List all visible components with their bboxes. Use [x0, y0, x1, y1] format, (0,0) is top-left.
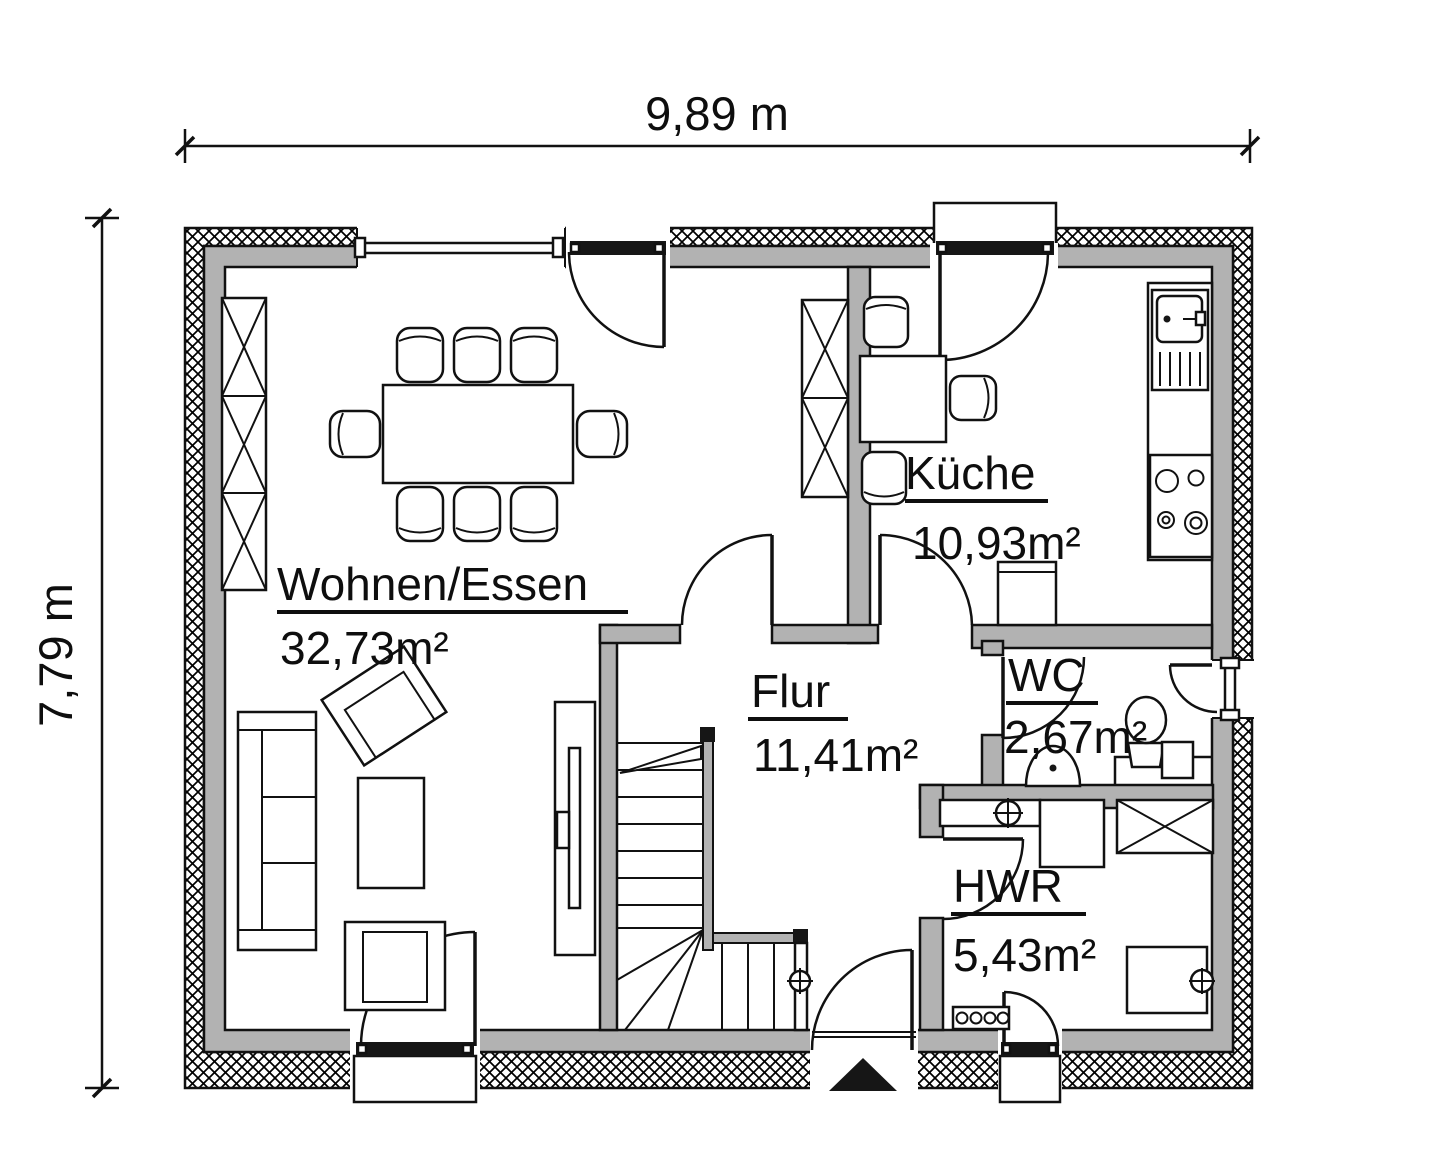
kitchen-chairs [860, 295, 998, 506]
tv-sideboard [553, 700, 597, 957]
fixtures-wc [1024, 695, 1211, 788]
dimension-height-label: 7,79 m [29, 583, 82, 727]
label-flur: Flur 11,41m² [748, 665, 918, 781]
window-wohnen-top [353, 226, 566, 269]
room-area: 10,93m² [912, 517, 1081, 569]
door-swing [567, 251, 665, 349]
coffee-table [356, 776, 426, 890]
wall-flur-hwr-lower [918, 916, 945, 1032]
door-swing [1003, 990, 1060, 1047]
washbasin [1024, 744, 1082, 788]
room-area: 11,41m² [753, 729, 918, 781]
door-terrace-bottom [350, 930, 480, 1104]
wall-wohnen-flur [598, 623, 619, 1032]
stair-winder-treads [616, 929, 775, 1031]
door-wohnen-top [566, 226, 670, 349]
door-flur-kueche [878, 533, 974, 626]
label-kueche: Küche 10,93m² [905, 447, 1081, 569]
furniture-kueche [858, 281, 1214, 627]
sofa [236, 710, 318, 952]
room-area: 32,73m² [280, 622, 449, 674]
heating-manifold [951, 1005, 1011, 1031]
door-swing [942, 838, 1025, 921]
stair-railing-vertical [702, 728, 714, 951]
wall-flur-top-mid [770, 623, 880, 645]
room-name: Wohnen/Essen [277, 558, 588, 610]
door-flur-hwr [942, 837, 1025, 921]
room-name: HWR [953, 860, 1063, 912]
room-labels: Wohnen/Essen 32,73m² Küche 10,93m² Flur … [277, 447, 1147, 981]
staircase [616, 727, 813, 1032]
label-wc: WC 2,67m² [1004, 649, 1147, 763]
door-entrance [810, 948, 918, 1091]
label-wohnen-essen: Wohnen/Essen 32,73m² [277, 558, 628, 674]
room-area: 5,43m² [953, 929, 1096, 981]
door-kueche-top [930, 201, 1058, 362]
kitchen-table [858, 354, 948, 444]
window-wc-right [1168, 656, 1254, 722]
window-swing [1168, 664, 1218, 714]
dining-chairs [328, 326, 629, 543]
door-swing [939, 251, 1050, 362]
wall-wc-left [980, 733, 1005, 792]
shelf-unit-left [220, 296, 268, 592]
kitchen-cabinet [996, 560, 1058, 627]
furniture-wohnen-essen [220, 296, 850, 1012]
door-hwr-bottom [998, 990, 1062, 1104]
label-hwr: HWR 5,43m² [951, 860, 1096, 981]
wardrobe-shelf-vestibule [800, 298, 850, 499]
armchair-rotated [319, 644, 449, 768]
wall-flur-top-left [598, 623, 682, 645]
stair-newel-bottom [793, 929, 808, 944]
door-step-outside [352, 1054, 478, 1104]
entrance-arrow-icon [829, 1058, 897, 1091]
drain-symbol-icon [787, 968, 813, 994]
hwr-shelf-x [1115, 798, 1215, 855]
dimension-top: 9,89 m [174, 87, 1261, 163]
dining-table [381, 383, 575, 485]
door-step-outside [998, 1054, 1062, 1104]
wall-kueche-wc [970, 623, 1214, 650]
door-swing [879, 533, 974, 626]
kitchen-stove [1148, 453, 1214, 559]
fixtures-hwr [938, 798, 1215, 1031]
connection-symbol-icon [993, 798, 1023, 828]
room-area: 2,67m² [1004, 711, 1147, 763]
door-flur-wc [1001, 656, 1086, 740]
wall-wc-door-jamb [980, 639, 1005, 657]
stair-newel-top [700, 727, 715, 742]
washing-machine [1125, 945, 1215, 1015]
room-name: Flur [751, 665, 830, 717]
stair-direction-arrow-icon [619, 744, 702, 774]
door-swing [680, 533, 773, 626]
dimension-left: 7,79 m [29, 207, 119, 1099]
kitchen-sink [1150, 288, 1210, 392]
toilet [1124, 695, 1168, 769]
hwr-sink-box [1038, 798, 1106, 869]
door-swing [810, 948, 913, 1051]
door-swing [1002, 656, 1086, 740]
dimension-width-label: 9,89 m [645, 87, 789, 140]
wc-cabinet [1160, 740, 1195, 780]
stair-railing-horizontal [712, 932, 796, 944]
room-name: WC [1008, 649, 1085, 701]
room-name: Küche [905, 447, 1035, 499]
hwr-counter [938, 798, 1042, 828]
armchair-bottom [343, 920, 447, 1012]
door-flur-wohnen [680, 533, 774, 626]
exterior-walls [183, 226, 1254, 1090]
exterior-wall-core [202, 244, 1235, 1054]
door-step-outside [932, 201, 1058, 247]
